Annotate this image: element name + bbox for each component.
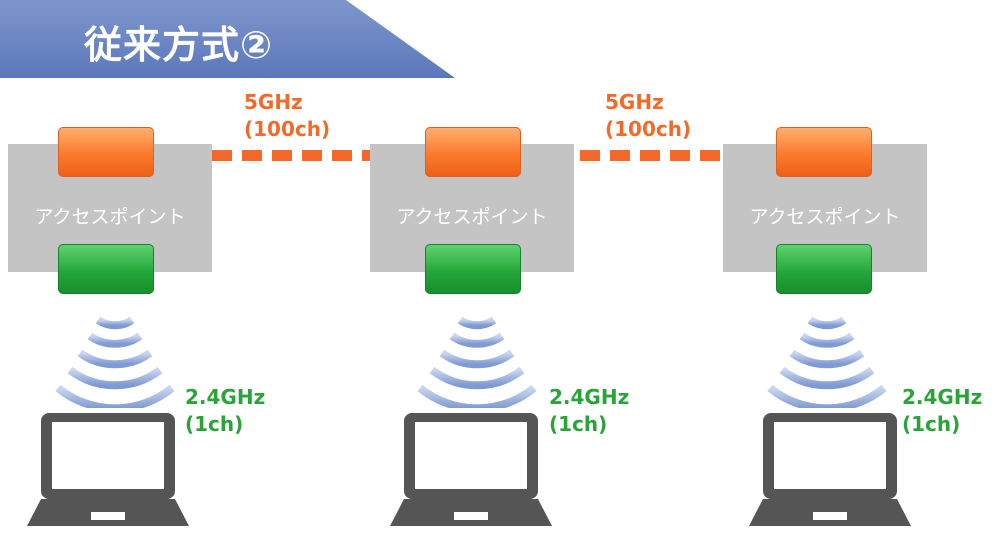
backhaul-band: 5GHz (605, 90, 664, 114)
client-band: 2.4GHz (902, 385, 983, 409)
client-channel: (1ch) (185, 412, 244, 436)
wifi-signal-icon (417, 316, 537, 408)
radio-2-4ghz-3 (776, 244, 872, 294)
laptop-icon (749, 413, 911, 526)
access-point-label: アクセスポイント (34, 206, 186, 228)
radio-5ghz-3 (776, 127, 872, 177)
client-channel: (1ch) (902, 412, 961, 436)
client-label-3: 2.4GHz (1ch) (902, 384, 982, 438)
laptop-icon (27, 413, 189, 526)
access-point-label: アクセスポイント (396, 206, 548, 228)
diagram-title: 従来方式② (84, 23, 274, 67)
backhaul-channel: (100ch) (605, 117, 692, 141)
access-point-label: アクセスポイント (749, 206, 901, 228)
client-label-1: 2.4GHz (1ch) (185, 384, 265, 438)
radio-5ghz-1 (58, 127, 154, 177)
backhaul-channel: (100ch) (244, 117, 331, 141)
backhaul-label-1: 5GHz (100ch) (244, 89, 330, 143)
client-channel: (1ch) (549, 412, 608, 436)
client-label-2: 2.4GHz (1ch) (549, 384, 629, 438)
radio-5ghz-2 (425, 127, 521, 177)
laptop-icon (390, 413, 552, 526)
backhaul-link-2 (520, 150, 778, 161)
backhaul-band: 5GHz (244, 90, 303, 114)
radio-2-4ghz-1 (58, 244, 154, 294)
radio-2-4ghz-2 (425, 244, 521, 294)
backhaul-label-2: 5GHz (100ch) (605, 89, 691, 143)
backhaul-link-1 (152, 150, 430, 161)
wifi-signal-icon (767, 316, 887, 408)
wifi-signal-icon (55, 316, 175, 408)
client-band: 2.4GHz (185, 385, 266, 409)
client-band: 2.4GHz (549, 385, 630, 409)
